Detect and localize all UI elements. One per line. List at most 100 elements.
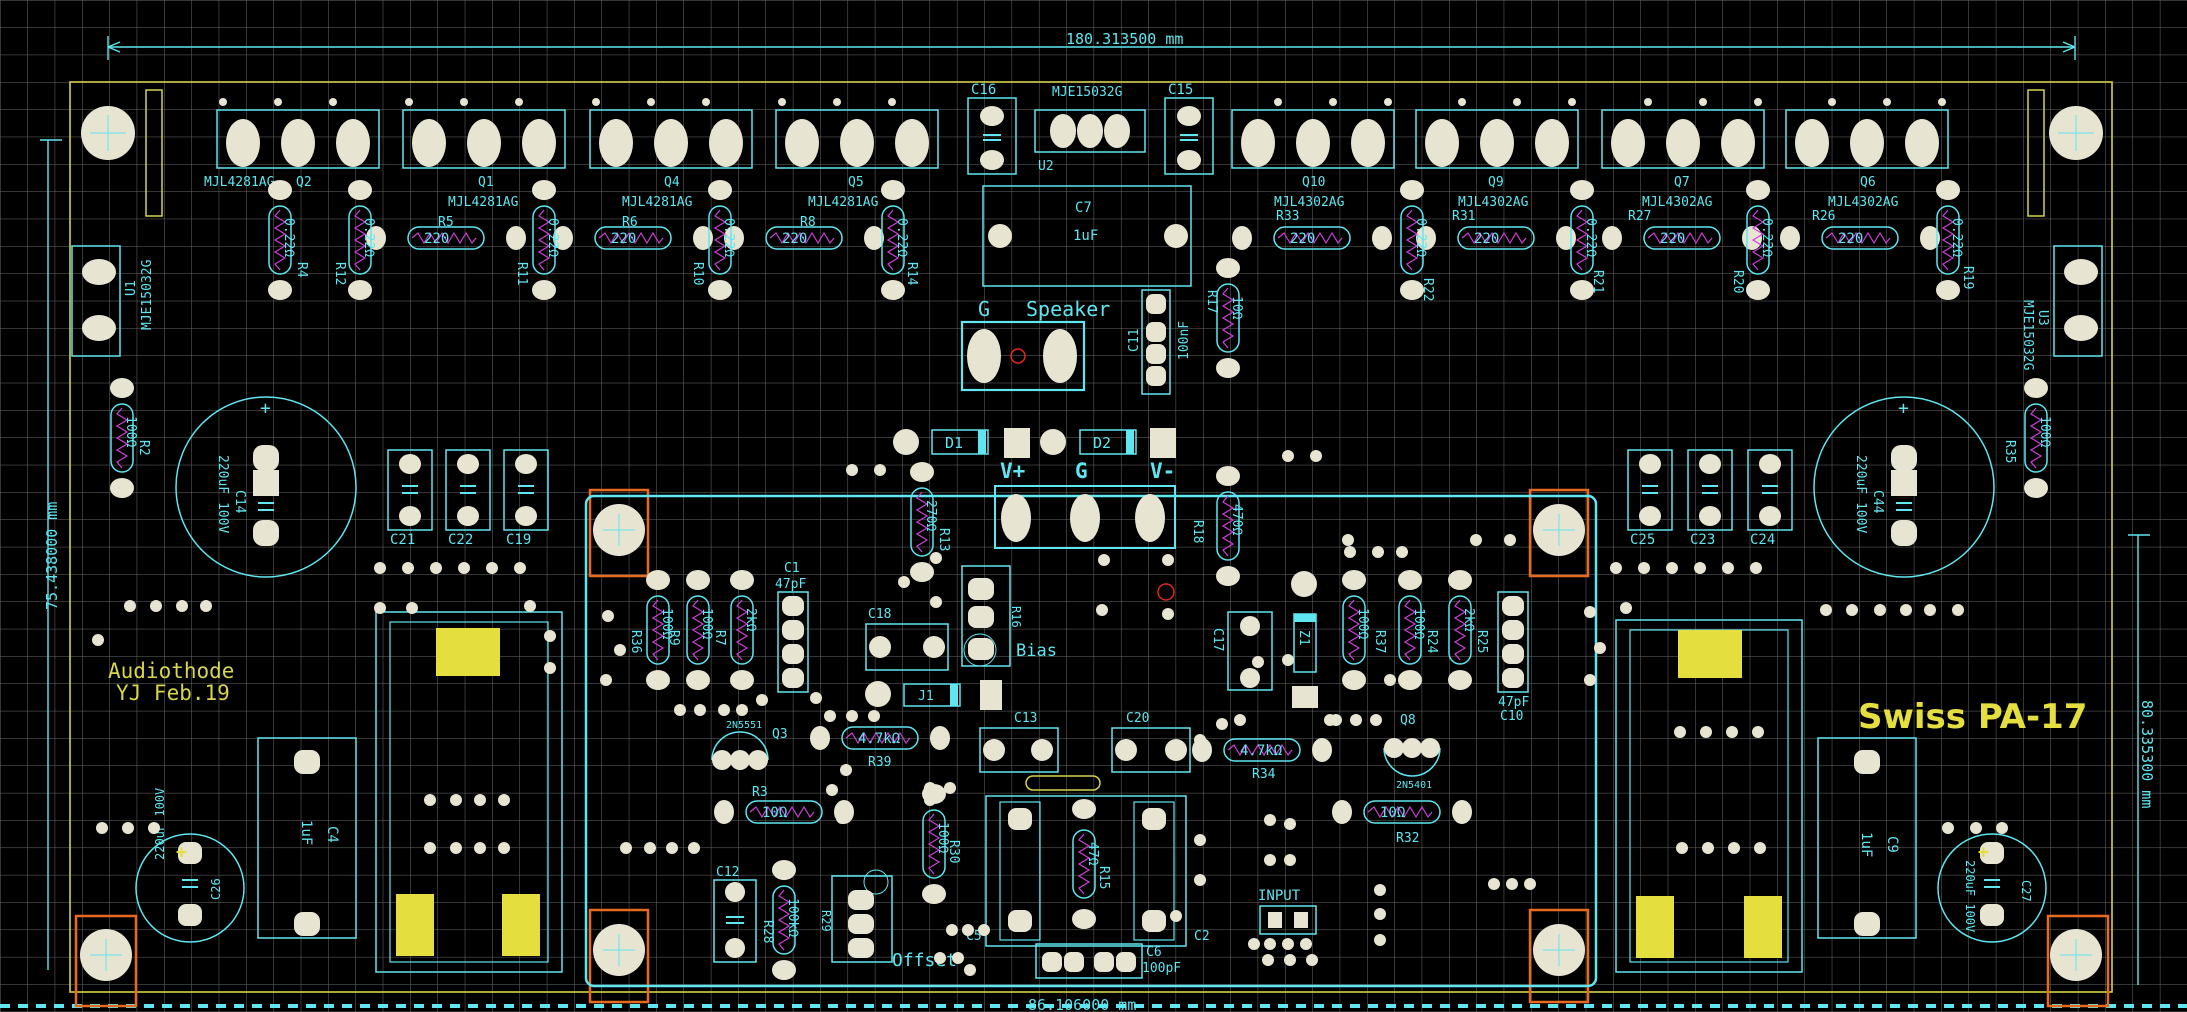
resistor-value: 47Ω (1085, 842, 1100, 866)
mounting-hole (74, 914, 138, 1008)
power-connector[interactable] (994, 485, 1176, 549)
resistor-value: 0.22Ω (1583, 218, 1598, 257)
resistor-ref: R25 (1474, 630, 1489, 653)
resistor-value: 0.22Ω (545, 218, 560, 257)
c27-value: 220uF 100V (1963, 860, 1977, 932)
resistor-r26 (1780, 226, 1940, 250)
c15-ref: C15 (1168, 82, 1193, 98)
vg-label: G (1075, 459, 1088, 483)
resistor-ref: R20 (1730, 270, 1745, 293)
r16-ref: R16 (1009, 606, 1023, 628)
resistor-ref: R30 (946, 840, 961, 863)
dimension-top-label: 180.313500 mm (1066, 30, 1183, 48)
c26-ref: C26 (209, 878, 223, 900)
resistor-r25 (1448, 570, 1472, 690)
c6-ref: C6 (1146, 945, 1162, 960)
resistor-value: 100Ω (659, 608, 674, 639)
resistor-ref: R31 (1452, 209, 1475, 224)
u2-part: MJE15032G (1052, 85, 1123, 100)
dimension-right-label: 80.335300 mm (2138, 700, 2156, 808)
c11-footprint (1141, 289, 1171, 395)
offset-trimmer[interactable] (831, 869, 893, 963)
board-title: Swiss PA-17 (1858, 697, 2087, 737)
resistor-r11 (532, 180, 556, 300)
resistor-r3 (714, 800, 854, 824)
dimension-top (107, 36, 2076, 60)
c16-footprint (967, 97, 1017, 175)
resistor-r24 (1398, 570, 1422, 690)
z1-footprint (1291, 571, 1318, 708)
resistor-value: 4.7kΩ (858, 731, 900, 747)
transistor-ref: Q10 (1302, 175, 1325, 190)
resistor-ref: R33 (1276, 209, 1299, 224)
u2-footprint (1034, 109, 1146, 153)
resistor-r10 (708, 180, 732, 300)
mounting-hole (1528, 488, 1590, 578)
resistor-ref: R28 (760, 920, 775, 943)
psu-left-block (375, 611, 563, 973)
bias-trimmer[interactable] (961, 565, 1011, 667)
transistor-ref: Q6 (1860, 175, 1876, 190)
resistor-ref: R26 (1812, 209, 1835, 224)
resistor-ref: R21 (1590, 270, 1605, 293)
u3-part: MJE15032G (2020, 300, 2035, 371)
decap-ref: C22 (448, 532, 473, 548)
c44-value: 220uF 100V (1853, 455, 1868, 533)
resistor-r9 (686, 570, 710, 690)
resistor-ref: R22 (1420, 278, 1435, 301)
u3-ref: U3 (2035, 310, 2050, 326)
transistor-q9 (1415, 98, 1579, 169)
c4-ref: C4 (324, 826, 340, 843)
c4-value: 1uF (298, 820, 314, 845)
resistor-value: 100Ω (1355, 608, 1370, 639)
resistor-ref: R5 (438, 215, 454, 230)
resistor-value: 220 (1290, 231, 1315, 247)
decap-ref: C25 (1630, 532, 1655, 548)
c12-ref: C12 (716, 865, 739, 880)
u1-ref: U1 (124, 280, 139, 296)
c4-footprint (257, 737, 357, 939)
resistor-ref: R27 (1628, 209, 1651, 224)
transistor-part: MJL4281AG (448, 195, 519, 210)
heatsink-outline (2027, 89, 2045, 217)
resistor-value: 470Ω (1229, 504, 1244, 535)
transistor-ref: Q5 (848, 175, 864, 190)
resistor-r28 (772, 860, 796, 980)
decap-c24 (1747, 449, 1793, 531)
c16-ref: C16 (971, 82, 996, 98)
resistor-ref: R13 (936, 528, 951, 551)
resistor-ref: R3 (752, 785, 768, 800)
c20-footprint (1111, 727, 1191, 773)
resistor-value: 220 (1838, 231, 1863, 247)
transistor-part: MJL4302AG (1458, 195, 1529, 210)
c1-footprint (777, 591, 809, 693)
resistor-r39 (810, 726, 950, 750)
z1-ref: Z1 (1296, 630, 1311, 646)
decap-c19 (503, 449, 549, 531)
resistor-value: 270Ω (923, 500, 938, 531)
resistor-value: 100Ω (935, 822, 950, 853)
transistor-q2 (216, 98, 380, 169)
speaker-connector[interactable] (960, 320, 1086, 392)
c27-ref: C27 (2019, 880, 2033, 902)
u2-ref: U2 (1038, 159, 1054, 174)
resistor-value: 10Ω (1380, 805, 1405, 821)
q8-footprint (1383, 738, 1441, 777)
c17-ref: C17 (1210, 628, 1225, 651)
dimension-left-label: 75.438000 mm (43, 502, 61, 610)
resistor-value: 2kΩ (743, 608, 758, 632)
decap-c21 (387, 449, 433, 531)
mounting-hole (2046, 914, 2110, 1008)
svg-text:+: + (1898, 398, 1909, 419)
c10-ref: C10 (1500, 709, 1523, 724)
resistor-r22 (1400, 180, 1424, 300)
resistor-r15 (1072, 799, 1096, 929)
mounting-hole (588, 488, 650, 578)
c11-ref: C11 (1127, 329, 1142, 352)
resistor-r21 (1570, 180, 1594, 300)
c10-footprint (1497, 591, 1529, 693)
input-connector[interactable] (1259, 905, 1317, 935)
resistor-ref: R19 (1960, 266, 1975, 289)
resistor-ref: R18 (1190, 520, 1205, 543)
resistor-value: 220 (424, 231, 449, 247)
